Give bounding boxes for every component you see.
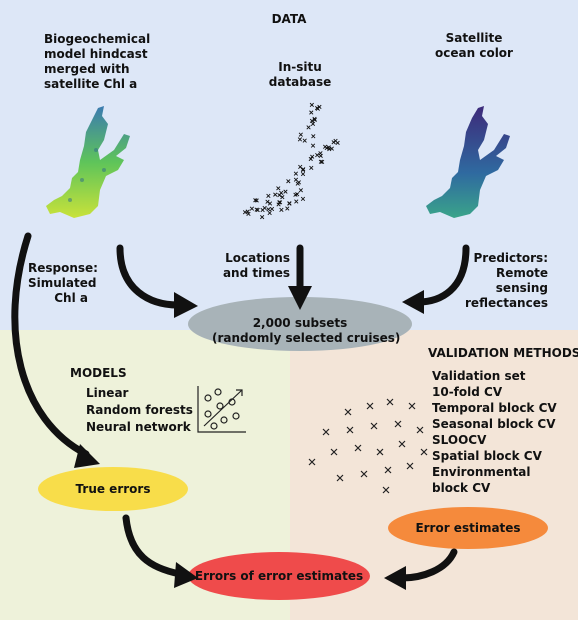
arrow-error-estimates [398, 548, 458, 582]
validation-item: Validation set [432, 369, 526, 383]
locations-label: Locations and times [214, 251, 290, 281]
validation-item: Environmental [432, 465, 531, 479]
predictors-line-3: sensing [495, 281, 548, 295]
biogeochemical-line-3: merged with [44, 62, 130, 76]
subsets-line-1: 2,000 subsets [252, 316, 348, 330]
subsets-label: 2,000 subsets (randomly selected cruises… [212, 316, 401, 346]
arrow-true-errors-direct [11, 232, 90, 458]
scatter-plot-icon [197, 386, 246, 433]
subsets-line-2: (randomly selected cruises) [212, 331, 401, 345]
satellite-line-1: Satellite [445, 31, 503, 45]
biogeochemical-label: Biogeochemical model hindcast merged wit… [44, 32, 150, 92]
arrowhead-locations [288, 286, 312, 310]
arrowhead-response [174, 292, 198, 318]
response-line-2: Simulated [28, 276, 97, 290]
response-line-1: Response: [28, 261, 98, 275]
validation-item: SLOOCV [432, 433, 487, 447]
validation-item: Seasonal block CV [432, 417, 556, 431]
validation-item: 10-fold CV [432, 385, 503, 399]
validation-list: Validation set 10-fold CV Temporal block… [432, 368, 557, 496]
locations-line-2: and times [222, 266, 290, 280]
error-estimates-pill [388, 507, 548, 549]
satellite-label: Satellite ocean color [434, 31, 514, 61]
arrowhead-predictors [402, 290, 424, 314]
insitu-line-1: In-situ [278, 60, 322, 74]
satellite-line-2: ocean color [435, 46, 513, 60]
validation-item: Spatial block CV [432, 449, 542, 463]
predictors-line-4: reflectances [465, 296, 548, 310]
true-errors-pill [38, 467, 188, 511]
data-header: DATA [271, 12, 307, 26]
validation-header: VALIDATION METHODS [428, 346, 578, 360]
validation-item: Temporal block CV [432, 401, 557, 415]
arrow-true-errors [122, 514, 184, 578]
predictors-label: Predictors: Remote sensing reflectances [464, 251, 548, 311]
model-linear: Linear [86, 386, 129, 400]
locations-line-1: Locations [225, 251, 290, 265]
insitu-line-2: database [268, 75, 332, 89]
arrowhead-error-estimates [384, 566, 406, 590]
satellite-ocean-color-map [426, 106, 510, 218]
model-hindcast-map [46, 106, 130, 218]
model-random-forests: Random forests [86, 403, 193, 417]
errors-of-errors-label: Errors of error estimates [194, 569, 364, 583]
biogeochemical-line-1: Biogeochemical [44, 32, 151, 46]
biogeochemical-line-2: model hindcast [44, 47, 148, 61]
in-situ-points [242, 102, 340, 220]
predictors-line-2: Remote [495, 266, 548, 280]
model-neural-network: Neural network [86, 420, 191, 434]
models-list: Linear Random forests Neural network [86, 385, 193, 436]
biogeochemical-line-4: satellite Chl a [44, 77, 138, 91]
insitu-label: In-situ database [262, 60, 338, 90]
predictors-line-1: Predictors: [473, 251, 548, 265]
validation-item: block CV [432, 481, 491, 495]
error-estimates-label: Error estimates [415, 521, 521, 535]
response-label: Response: Simulated Chl a [28, 261, 98, 306]
arrowhead-true-errors-direct [74, 444, 100, 468]
true-errors-label: True errors [75, 482, 151, 496]
arrowhead-true-errors [174, 562, 198, 588]
errors-of-errors-pill [188, 552, 370, 600]
validation-scatter-icon [308, 398, 428, 494]
arrow-predictors [414, 244, 470, 306]
arrow-response [116, 244, 182, 309]
response-line-3: Chl a [54, 291, 88, 305]
models-header: MODELS [70, 366, 127, 380]
